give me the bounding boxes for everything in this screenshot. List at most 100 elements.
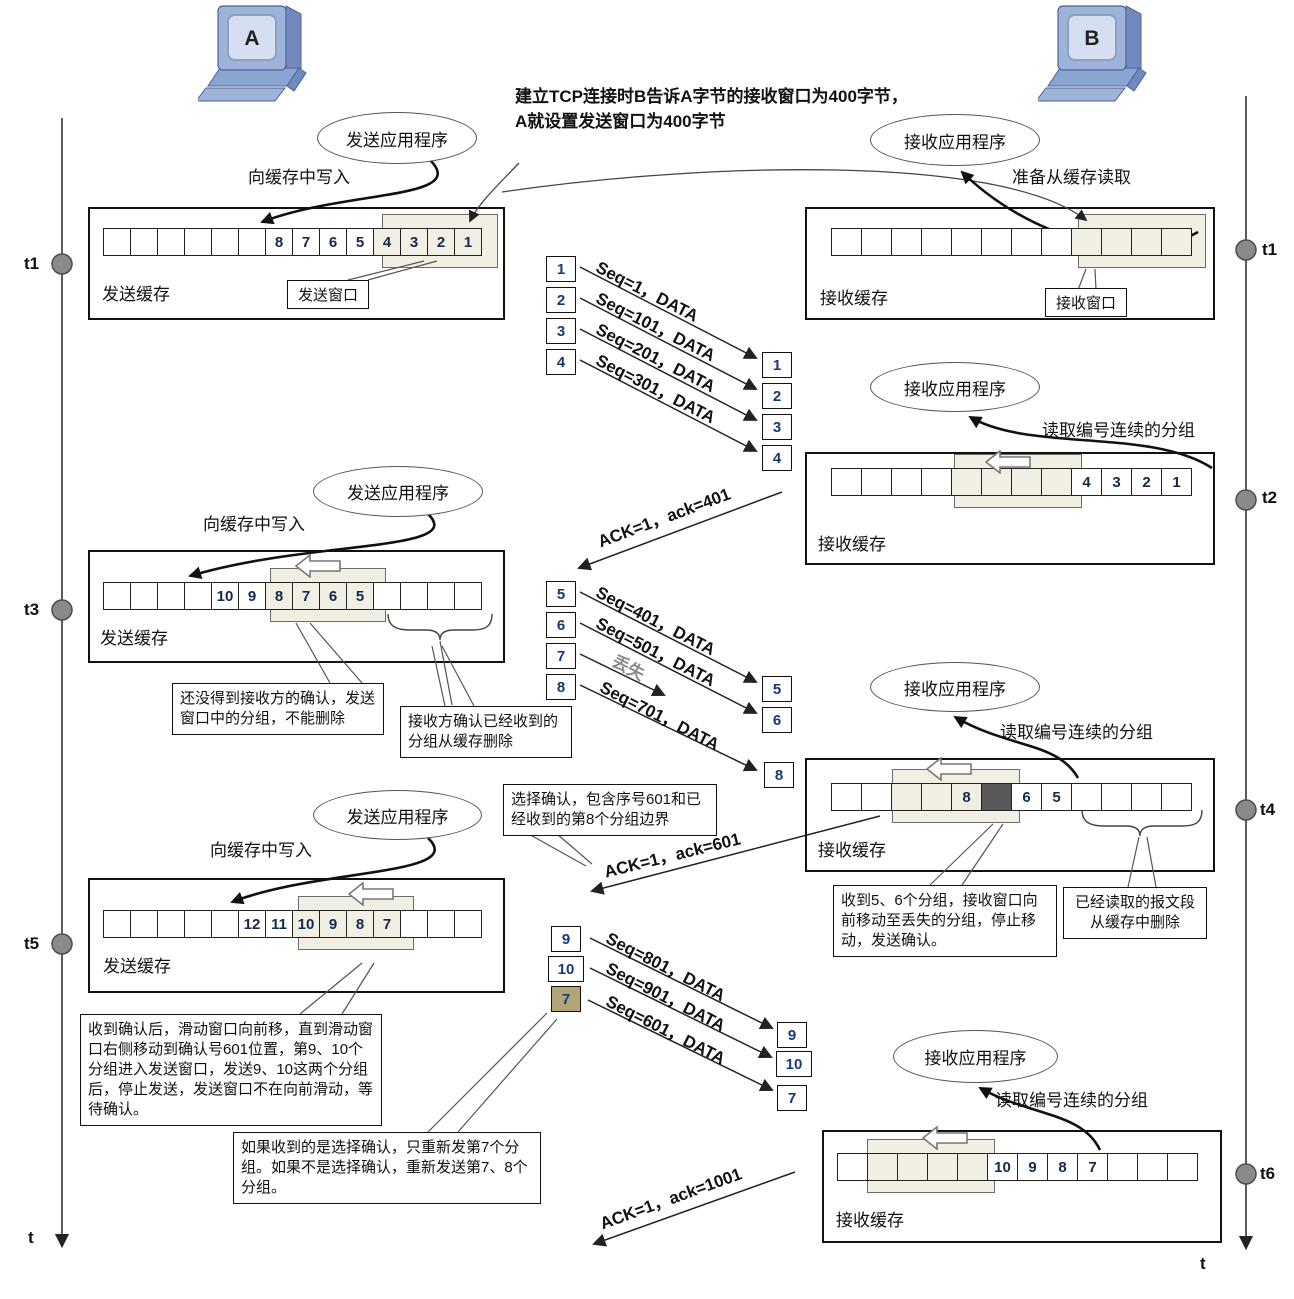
buffer-cell — [400, 910, 428, 938]
host-a-label: A — [244, 27, 259, 50]
packet-box: 1 — [546, 256, 576, 282]
packet-box: 2 — [762, 383, 792, 409]
buffer-cell — [837, 1153, 868, 1181]
right-marker-t6: t6 — [1260, 1164, 1276, 1183]
buffer-cell — [951, 228, 982, 256]
host-a: A — [194, 2, 316, 107]
window-slide-left-icon — [926, 757, 972, 781]
right-time-axis-label: t — [1200, 1254, 1206, 1273]
buffer-cell — [861, 228, 892, 256]
buffer-cell — [891, 228, 922, 256]
recv-buffer-label-t6: 接收缓存 — [836, 1211, 904, 1230]
buffer-cell — [1167, 1153, 1198, 1181]
seq-arrows-group1 — [579, 266, 758, 452]
computer-icon: B — [1034, 5, 1147, 102]
send-app-ellipse-t1: 发送应用程序 — [317, 112, 477, 164]
buffer-cell: 5 — [1041, 783, 1072, 811]
send-buffer-label-t1: 发送缓存 — [102, 285, 170, 304]
read-label-t4: 读取编号连续的分组 — [1000, 723, 1153, 742]
send-buffer-label-t5: 发送缓存 — [103, 957, 171, 976]
recv-buffer-label-t4: 接收缓存 — [818, 841, 886, 860]
buffer-cell — [211, 910, 239, 938]
send-app-label: 发送应用程序 — [347, 484, 449, 503]
buffer-cell: 10 — [987, 1153, 1018, 1181]
callout-retransmit-rule: 如果收到的是选择确认，只重新发第7个分组。如果不是选择确认，重新发送第7、8个分… — [233, 1132, 541, 1204]
buffer-cell — [1107, 1153, 1138, 1181]
buffer-cell: 7 — [373, 910, 401, 938]
buffer-cell — [831, 228, 862, 256]
buffer-cell — [1131, 228, 1162, 256]
read-arrow-t2 — [968, 415, 1213, 470]
seq-arrows-group3 — [587, 937, 774, 1092]
buffer-cell: 2 — [1131, 468, 1162, 496]
read-label-t6: 读取编号连续的分组 — [995, 1091, 1148, 1110]
buffer-cell — [427, 582, 455, 610]
recv-app-label: 接收应用程序 — [904, 379, 1006, 399]
window-slide-left-icon — [922, 1126, 968, 1150]
write-arrow-t3 — [188, 513, 436, 580]
buffer-cell — [157, 582, 185, 610]
buffer-cell — [184, 582, 212, 610]
buffer-cell — [921, 783, 952, 811]
read-arrow-t6 — [978, 1086, 1102, 1151]
packet-box: 8 — [546, 674, 576, 700]
seq-arrows-group2 — [579, 591, 758, 772]
buffer-cell — [1041, 468, 1072, 496]
buffer-cell — [927, 1153, 958, 1181]
packet-box: 5 — [762, 676, 792, 702]
packet-box: 5 — [546, 581, 576, 607]
buffer-cell: 1 — [1161, 468, 1192, 496]
window-slide-left-icon — [348, 882, 394, 906]
packet-box: 1 — [762, 352, 792, 378]
send-app-label: 发送应用程序 — [346, 130, 448, 150]
buffer-cell — [921, 228, 952, 256]
buffer-cell — [981, 228, 1012, 256]
write-label-t5: 向缓存中写入 — [210, 841, 312, 860]
recv-app-ellipse-t1: 接收应用程序 — [870, 114, 1040, 166]
buffer-cell — [427, 910, 455, 938]
packet-box: 9 — [777, 1022, 807, 1048]
buffer-cell — [861, 783, 892, 811]
right-marker-t4: t4 — [1260, 800, 1276, 819]
right-marker-t1: t1 — [1262, 240, 1278, 259]
buffer-cell: 11 — [265, 910, 293, 938]
buffer-cell — [103, 228, 131, 256]
buffer-cell — [867, 1153, 898, 1181]
buffer-cell — [157, 228, 185, 256]
connection-setup-note: 建立TCP连接时B告诉A字节的接收窗口为400字节，A就设置发送窗口为400字节 — [515, 87, 908, 131]
ack401-arrow — [577, 491, 783, 571]
buffer-cell: 6 — [319, 582, 347, 610]
buffer-cell: 1 — [454, 228, 482, 256]
note-leader-to-recv-window — [501, 169, 1088, 222]
recv-buffer-label-t1: 接收缓存 — [820, 289, 888, 308]
buffer-cell — [103, 582, 131, 610]
buffer-cell — [891, 468, 922, 496]
buffer-cell — [1161, 783, 1192, 811]
callout-selective-ack: 选择确认，包含序号601和已经收到的第8个分组边界 — [503, 784, 717, 836]
recv-window-tag-t1: 接收窗口 — [1045, 288, 1128, 317]
recv-app-ellipse-t4: 接收应用程序 — [870, 662, 1040, 712]
buffer-cell — [831, 783, 862, 811]
buffer-cell: 7 — [292, 582, 320, 610]
packet-box: 3 — [546, 318, 576, 344]
buffer-cell — [1011, 228, 1042, 256]
buffer-cell — [957, 1153, 988, 1181]
buffer-cell — [130, 228, 158, 256]
write-arrow-t5 — [230, 837, 436, 905]
packet-box: 7 — [777, 1085, 807, 1111]
recv-app-label: 接收应用程序 — [924, 1049, 1027, 1068]
buffer-cell — [454, 582, 482, 610]
buffer-cell: 4 — [1071, 468, 1102, 496]
buffer-cell: 10 — [211, 582, 239, 610]
buffer-cell — [400, 582, 428, 610]
buffer-cell: 3 — [1101, 468, 1132, 496]
callout-t3-acked-deleted: 接收方确认已经收到的分组从缓存删除 — [400, 706, 572, 758]
buffer-cell — [1161, 228, 1192, 256]
buffer-cell: 2 — [427, 228, 455, 256]
buffer-cell — [1071, 783, 1102, 811]
callout-t3-window-hold: 还没得到接收方的确认，发送窗口中的分组，不能删除 — [172, 683, 384, 735]
recv-buffer-cells-t1 — [831, 228, 1192, 256]
callout-t4-read-deleted: 已经读取的报文段从缓存中删除 — [1063, 887, 1207, 939]
buffer-cell — [130, 582, 158, 610]
